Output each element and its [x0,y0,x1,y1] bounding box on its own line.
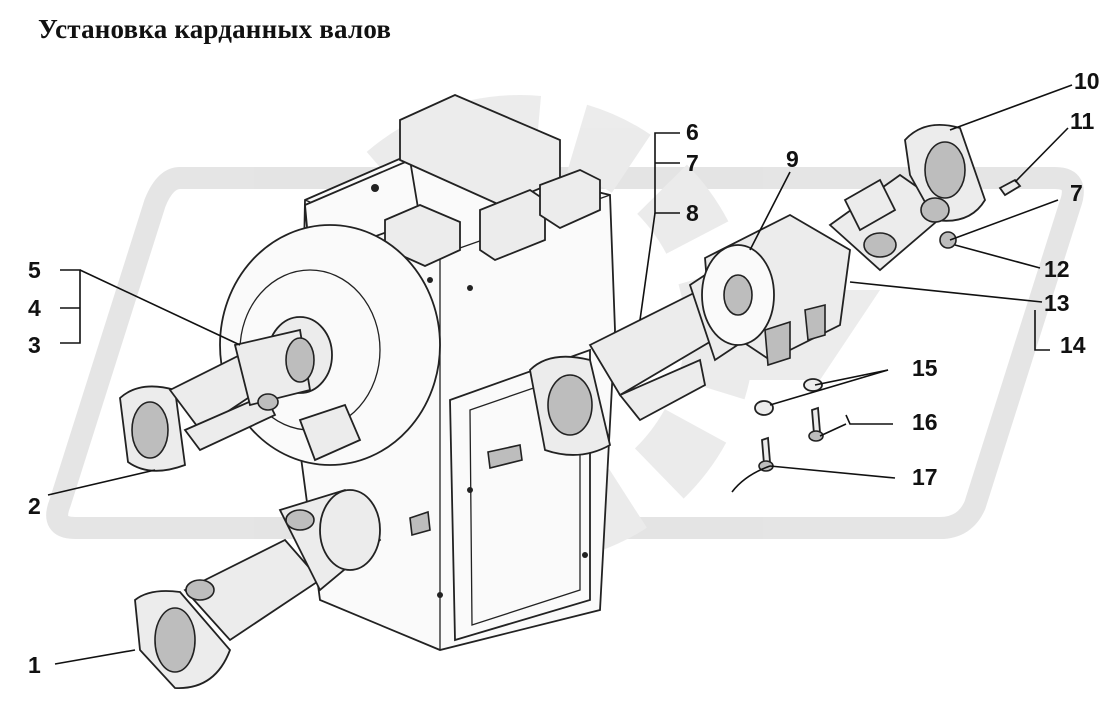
callout-8: 8 [686,200,699,226]
fasteners [754,178,1022,472]
bottom-cardan-shaft [134,488,382,689]
callout-3: 3 [28,332,41,358]
callout-4: 4 [28,295,41,321]
leader-lines [47,84,1073,665]
callout-2: 2 [28,493,41,519]
callout-15: 15 [912,355,938,381]
callout-5: 5 [28,257,41,283]
callout-9: 9 [786,146,799,172]
right-cardan-shaft [529,124,986,456]
left-cardan-shaft [119,328,315,472]
callout-16: 16 [912,409,938,435]
callout-12: 12 [1044,256,1070,282]
callout-1: 1 [28,652,41,678]
callout-14: 14 [1060,332,1086,358]
callout-10: 10 [1074,68,1100,94]
callout-11: 11 [1070,108,1095,134]
diagram-title: Установка карданных валов [38,14,392,44]
callout-6: 6 [686,119,699,145]
callout-7-left: 7 [686,150,699,176]
callout-17: 17 [912,464,938,490]
callout-7-right: 7 [1070,180,1083,206]
callout-13: 13 [1044,290,1070,316]
